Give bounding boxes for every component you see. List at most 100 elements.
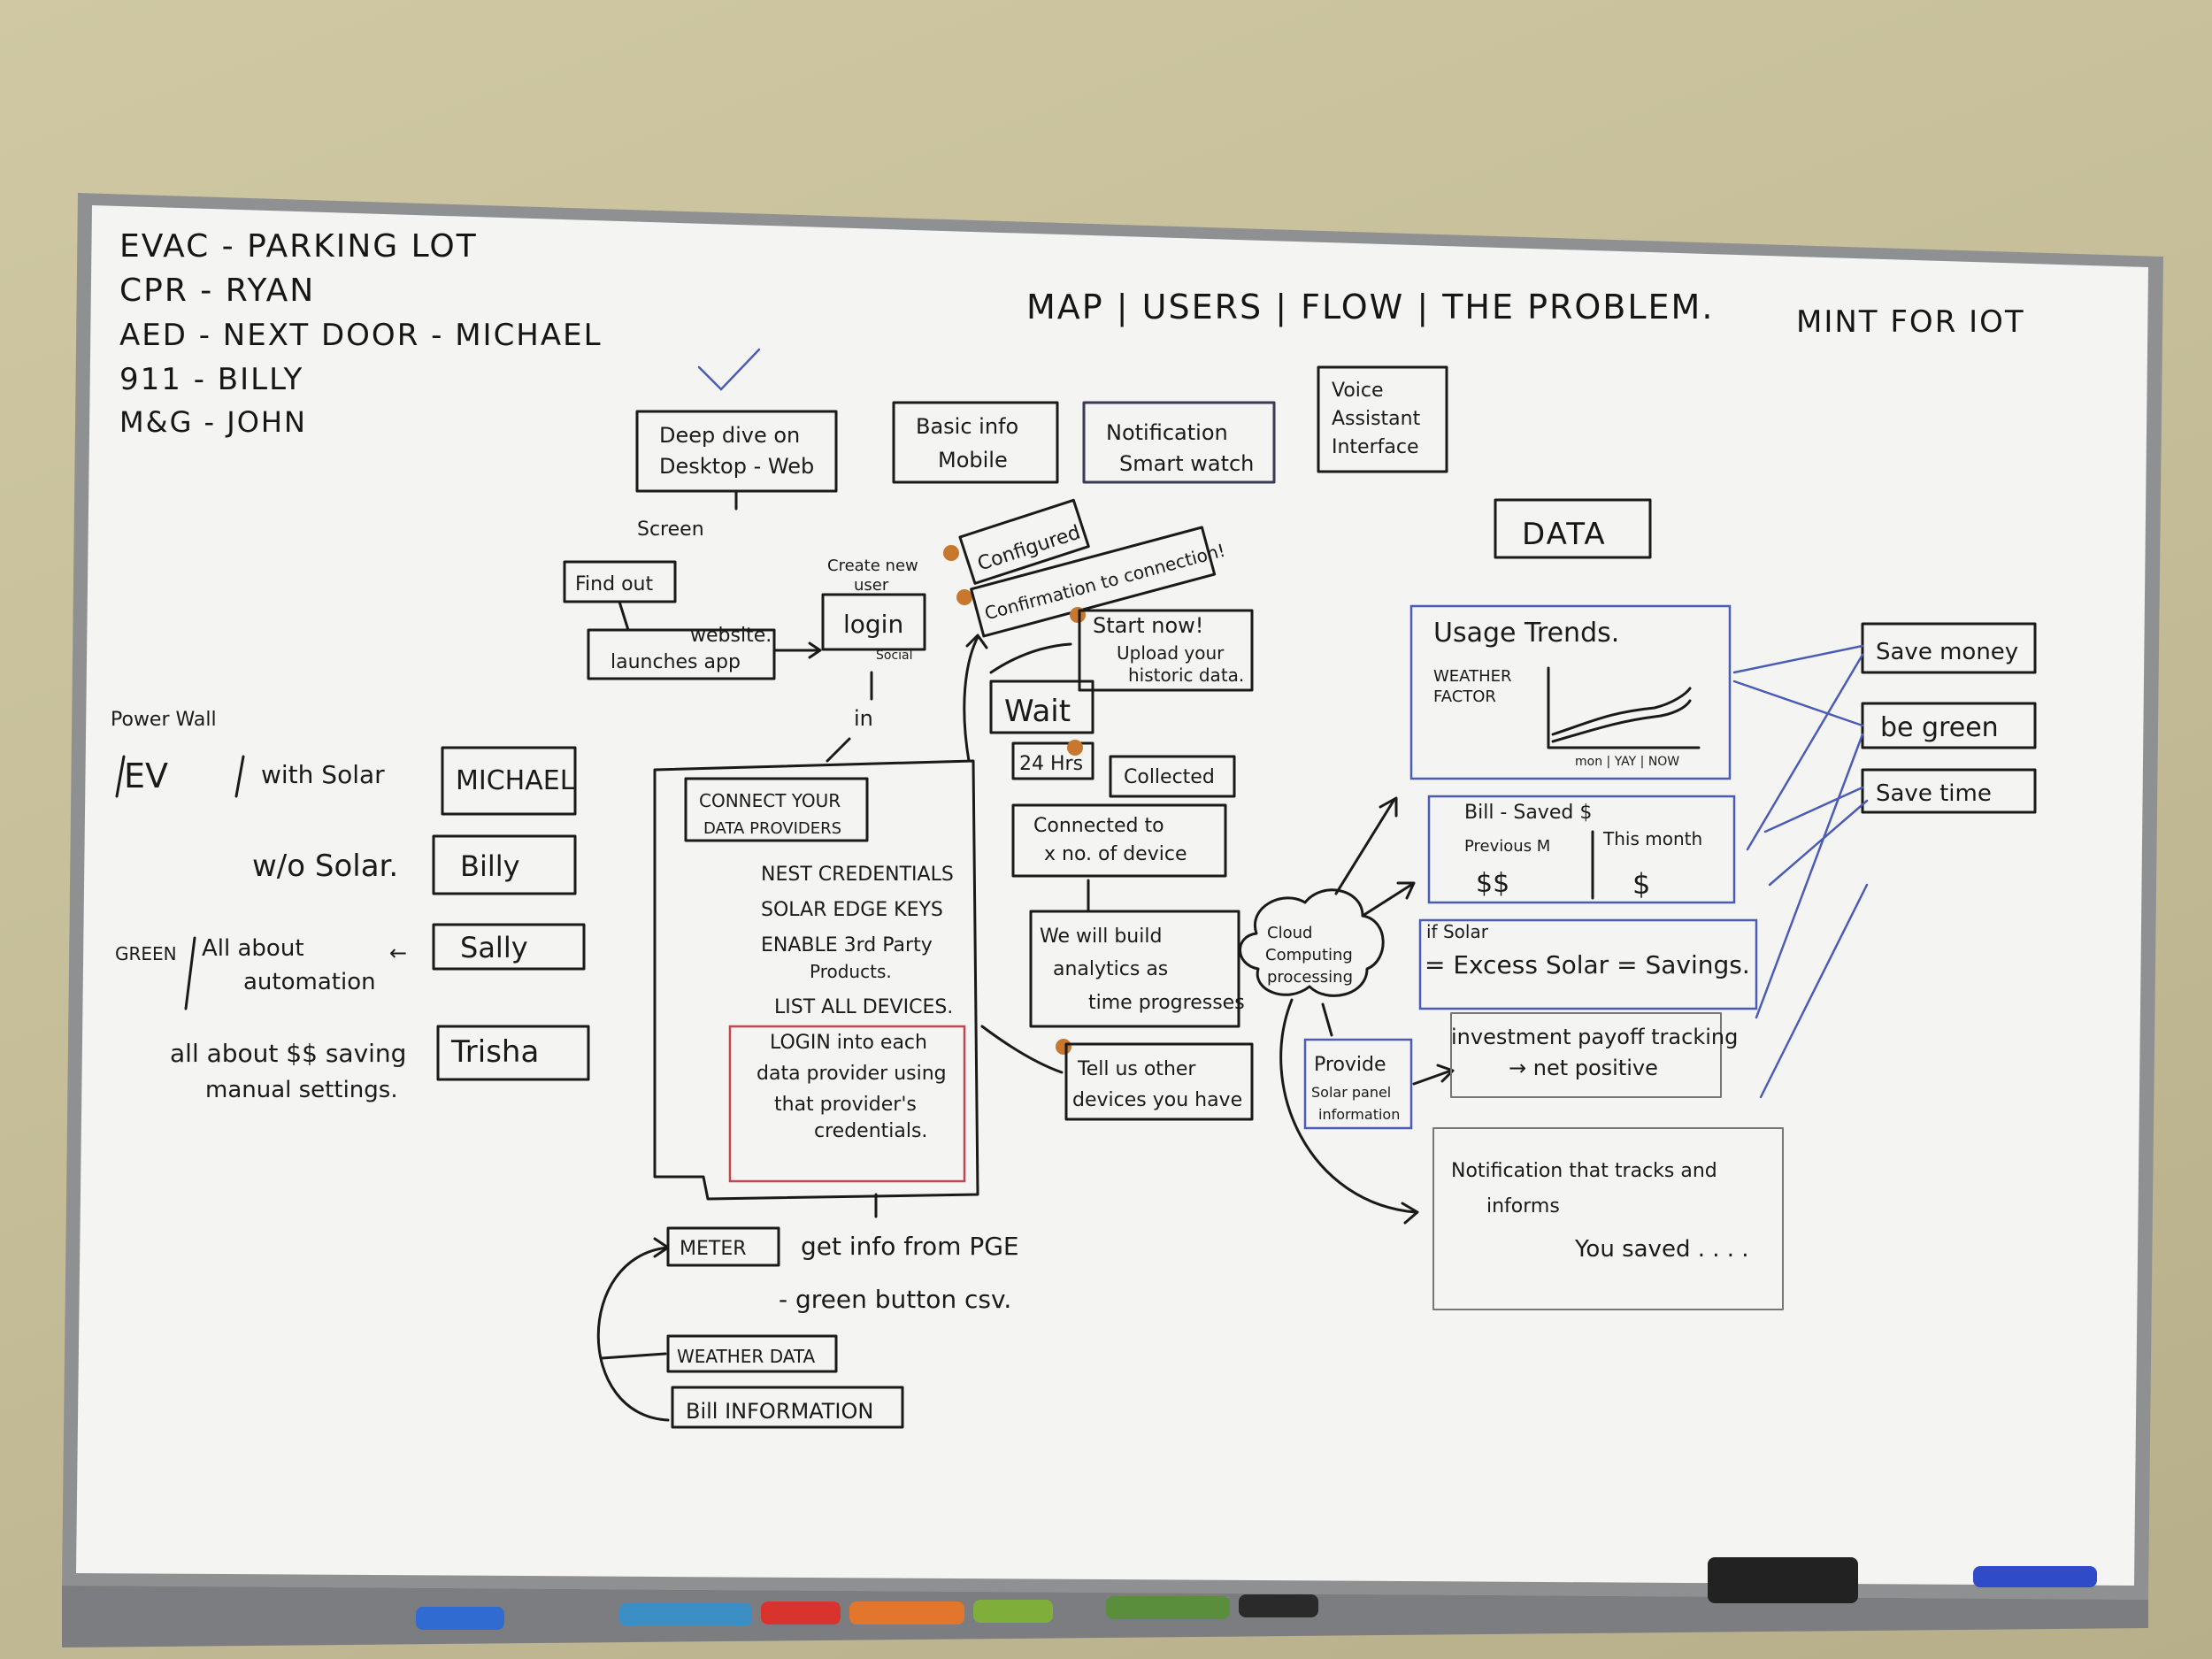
solar-box bbox=[1418, 918, 1758, 1010]
persona-label: manual settings. bbox=[205, 1077, 398, 1103]
channel-text: Notification bbox=[1106, 420, 1228, 445]
data-title: DATA bbox=[1522, 517, 1607, 552]
meter-label: WEATHER DATA bbox=[677, 1346, 816, 1367]
flow-label: login bbox=[843, 610, 903, 639]
data-section: DATA Usage Trends. WEATHER FACTOR mon | … bbox=[1409, 498, 1784, 1310]
flow-label: 24 Hrs bbox=[1019, 753, 1083, 775]
flow-label: Collected bbox=[1124, 766, 1215, 788]
channel-text: Basic info bbox=[916, 414, 1018, 439]
persona-name: Sally bbox=[460, 931, 528, 964]
flow-label: in bbox=[854, 706, 873, 731]
channel-mobile: Basic info Mobile bbox=[892, 401, 1059, 484]
channel-text: Smart watch bbox=[1119, 451, 1254, 476]
launches-box bbox=[587, 628, 776, 680]
channel-voice: Voice Assistant Interface bbox=[1317, 365, 1448, 473]
connect-login: credentials. bbox=[814, 1120, 927, 1142]
flow-label: Social bbox=[876, 649, 913, 663]
role-line: M&G - JOHN bbox=[119, 405, 307, 439]
persona-box bbox=[441, 746, 577, 816]
collected-box bbox=[1109, 755, 1236, 798]
login-providers-box bbox=[728, 1025, 966, 1183]
meter-label: get info from PGE bbox=[801, 1232, 1019, 1261]
channel-text: Voice bbox=[1332, 380, 1384, 402]
data-label: You saved . . . . bbox=[1574, 1236, 1749, 1263]
persona-label: EV bbox=[124, 757, 168, 795]
arrow bbox=[596, 1237, 670, 1422]
data-label: $ bbox=[1632, 867, 1650, 901]
flow-label: Tell us other bbox=[1077, 1058, 1196, 1080]
connect-item: LIST ALL DEVICES. bbox=[774, 996, 953, 1018]
goal-box bbox=[1861, 622, 2037, 674]
data-label: Bill - Saved $ bbox=[1464, 802, 1592, 824]
data-label: WEATHER bbox=[1433, 667, 1512, 686]
connect-login: that provider's bbox=[774, 1094, 917, 1116]
marker bbox=[973, 1600, 1053, 1623]
bill-saved-box bbox=[1427, 795, 1736, 904]
connect-title-box bbox=[684, 777, 869, 842]
hrs-box bbox=[1011, 741, 1094, 780]
channel-watch: Notification Smart watch bbox=[1082, 401, 1276, 484]
flow-label: We will build bbox=[1040, 926, 1162, 948]
data-label: FACTOR bbox=[1433, 687, 1496, 706]
marker bbox=[849, 1601, 964, 1624]
data-label: $$ bbox=[1476, 868, 1509, 899]
mint-note: MINT FOR IOT bbox=[1796, 304, 2025, 340]
arrow bbox=[1334, 796, 1398, 895]
arrow bbox=[826, 737, 851, 763]
login-box bbox=[821, 593, 926, 651]
channel-text: Deep dive on bbox=[659, 423, 800, 448]
arrow bbox=[1361, 881, 1416, 918]
arrow bbox=[963, 634, 988, 763]
arrow bbox=[1321, 1002, 1333, 1037]
analytics-box bbox=[1029, 910, 1240, 1028]
marker bbox=[1239, 1594, 1318, 1617]
flow-label: user bbox=[854, 576, 889, 595]
connected-box bbox=[1011, 803, 1227, 878]
channel-text: Interface bbox=[1332, 436, 1419, 458]
tell-us-box bbox=[1064, 1042, 1254, 1121]
flow-label: Create new bbox=[827, 557, 918, 575]
connect-login: data provider using bbox=[757, 1063, 947, 1085]
role-line: AED - NEXT DOOR - MICHAEL bbox=[119, 318, 603, 353]
persona-label: with Solar bbox=[261, 760, 385, 789]
connect-title: DATA PROVIDERS bbox=[703, 819, 841, 838]
arrow bbox=[980, 1025, 1064, 1074]
step-dot bbox=[1067, 740, 1083, 756]
configured-box bbox=[958, 498, 1090, 585]
check-icon bbox=[697, 348, 761, 391]
marker bbox=[416, 1607, 504, 1630]
arrow bbox=[772, 641, 822, 659]
provide-solar-box bbox=[1303, 1038, 1413, 1130]
flow-label: analytics as bbox=[1053, 958, 1168, 980]
goals: Save money be green Save time bbox=[1732, 622, 2037, 1099]
investment-box bbox=[1450, 1012, 1722, 1098]
flow-label: Connected to bbox=[1033, 815, 1164, 837]
persona-name: Billy bbox=[460, 849, 520, 883]
persona-name: MICHAEL bbox=[456, 765, 575, 796]
persona-box bbox=[432, 834, 577, 895]
data-label: This month bbox=[1602, 828, 1702, 849]
connect-item: ENABLE 3rd Party bbox=[761, 934, 933, 956]
arrow-glyph: ← bbox=[389, 941, 407, 965]
goal-label: be green bbox=[1880, 712, 1999, 743]
data-label: investment payoff tracking bbox=[1451, 1025, 1738, 1049]
arrow bbox=[1279, 998, 1419, 1225]
data-label: Previous M bbox=[1464, 837, 1550, 856]
divider bbox=[184, 936, 196, 1010]
persona-label: w/o Solar. bbox=[252, 849, 398, 884]
data-label: informs bbox=[1486, 1195, 1560, 1217]
arrow bbox=[600, 1352, 667, 1360]
connect-outline bbox=[653, 759, 979, 1201]
connect-login: LOGIN into each bbox=[770, 1032, 927, 1054]
meter-label: Bill INFORMATION bbox=[686, 1399, 873, 1424]
flow-label: time progresses bbox=[1088, 992, 1245, 1014]
trend-line bbox=[1551, 687, 1692, 736]
flow-label: processing bbox=[1267, 968, 1353, 987]
persona-label: All about bbox=[202, 935, 304, 962]
step-dot bbox=[1056, 1039, 1071, 1055]
flow-label: devices you have bbox=[1072, 1089, 1242, 1111]
data-label: if Solar bbox=[1426, 921, 1489, 942]
persona-name: Trisha bbox=[450, 1034, 539, 1070]
role-line: 911 - BILLY bbox=[119, 362, 303, 397]
